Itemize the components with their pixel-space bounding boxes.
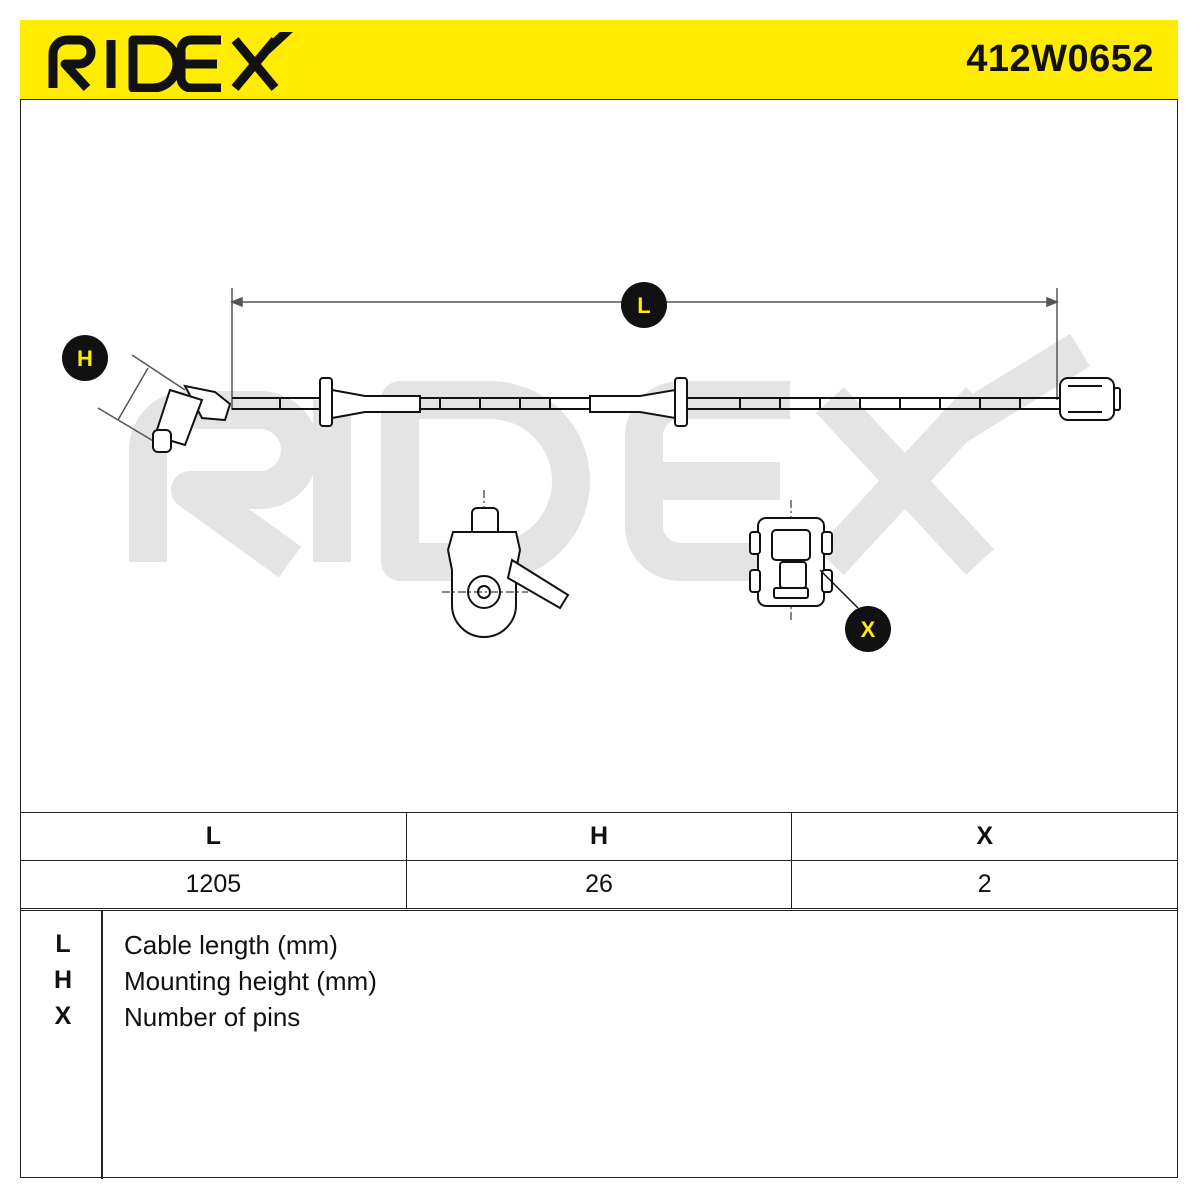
spec-header-x: X bbox=[791, 812, 1178, 861]
legend-key-h: H bbox=[53, 966, 73, 994]
callout-x: X bbox=[845, 606, 891, 652]
header-bar: 412W0652 bbox=[20, 20, 1178, 100]
legend-row-l: L Cable length (mm) bbox=[20, 930, 1178, 966]
legend-text-h: Mounting height (mm) bbox=[124, 966, 377, 996]
callout-l: L bbox=[621, 282, 667, 328]
svg-text:H: H bbox=[77, 346, 93, 371]
spec-value-l: 1205 bbox=[20, 860, 407, 909]
spec-value-h: 26 bbox=[405, 860, 793, 909]
svg-text:X: X bbox=[861, 617, 876, 642]
spec-header-h: H bbox=[405, 812, 793, 861]
sensor-front-view bbox=[442, 490, 570, 638]
legend-text-l: Cable length (mm) bbox=[124, 930, 338, 960]
spec-value-x: 2 bbox=[791, 860, 1178, 909]
sensor-cable bbox=[232, 377, 1121, 427]
ridex-logo bbox=[48, 32, 293, 92]
callout-h: H bbox=[62, 335, 108, 381]
spec-header-row: L H X bbox=[20, 812, 1178, 861]
spec-value-row: 1205 26 2 bbox=[20, 860, 1178, 909]
technical-drawing: L H bbox=[62, 282, 1121, 652]
ridex-watermark bbox=[129, 333, 1090, 581]
legend: L Cable length (mm) H Mounting height (m… bbox=[20, 910, 1178, 1179]
sensor-head bbox=[152, 384, 232, 453]
spec-header-l: L bbox=[20, 812, 407, 861]
legend-key-x: X bbox=[54, 1002, 72, 1030]
connector-view bbox=[749, 500, 833, 620]
legend-key-l: L bbox=[55, 930, 71, 958]
svg-text:L: L bbox=[637, 293, 650, 318]
legend-divider bbox=[101, 911, 103, 1179]
legend-row-x: X Number of pins bbox=[20, 1002, 1178, 1038]
callout-x-leader bbox=[819, 569, 859, 609]
spec-table: L H X 1205 26 2 bbox=[20, 812, 1178, 909]
legend-text-x: Number of pins bbox=[124, 1002, 301, 1032]
legend-row-h: H Mounting height (mm) bbox=[20, 966, 1178, 1002]
height-dimension bbox=[97, 354, 186, 446]
part-number: 412W0652 bbox=[966, 38, 1154, 80]
